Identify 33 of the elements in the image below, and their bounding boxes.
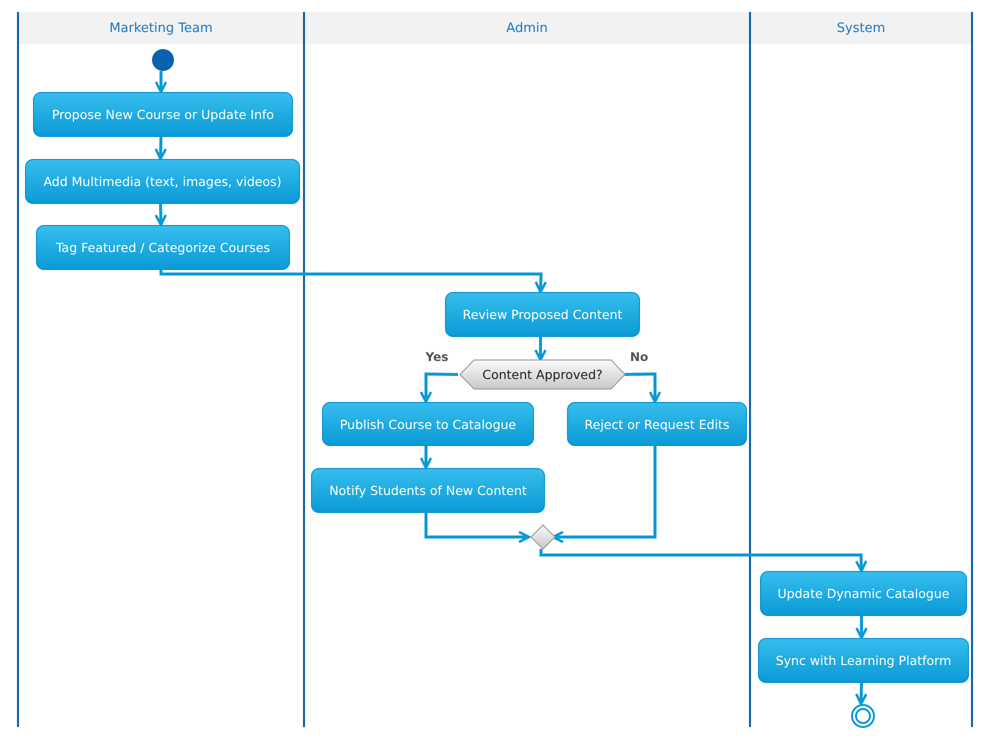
arrow [424,513,530,544]
arrow [154,136,167,160]
activity-box: Tag Featured / Categorize Courses [36,225,290,270]
swimlane [17,12,305,727]
arrow [855,682,868,706]
arrow [420,372,458,404]
edge-label: No [628,350,650,364]
arrow [160,270,548,294]
activity-box: Add Multimedia (text, images, videos) [25,159,300,204]
activity-box: Sync with Learning Platform [758,638,969,683]
activity-box: Notify Students of New Content [311,468,545,513]
activity-box: Update Dynamic Catalogue [760,571,967,616]
start-node [152,49,174,71]
lane-header: System [751,12,971,44]
arrow [154,71,168,94]
arrow [420,446,432,470]
arrow [534,337,547,362]
lane-header: Marketing Team [19,12,303,44]
activity-box: Review Proposed Content [445,292,640,337]
activity-box: Propose New Course or Update Info [33,92,293,137]
swimlane [749,12,973,727]
activity-box: Reject or Request Edits [567,402,747,446]
edge-label: Yes [424,350,450,364]
activity-box: Publish Course to Catalogue [322,402,534,446]
end-node [851,704,875,728]
merge-diamond [531,525,555,549]
arrow [855,616,868,640]
decision-hexagon: Content Approved? [460,360,625,389]
arrow [622,372,662,404]
lane-header: Admin [305,12,749,44]
arrow [154,204,167,226]
arrow [552,446,656,544]
arrow [540,549,868,572]
